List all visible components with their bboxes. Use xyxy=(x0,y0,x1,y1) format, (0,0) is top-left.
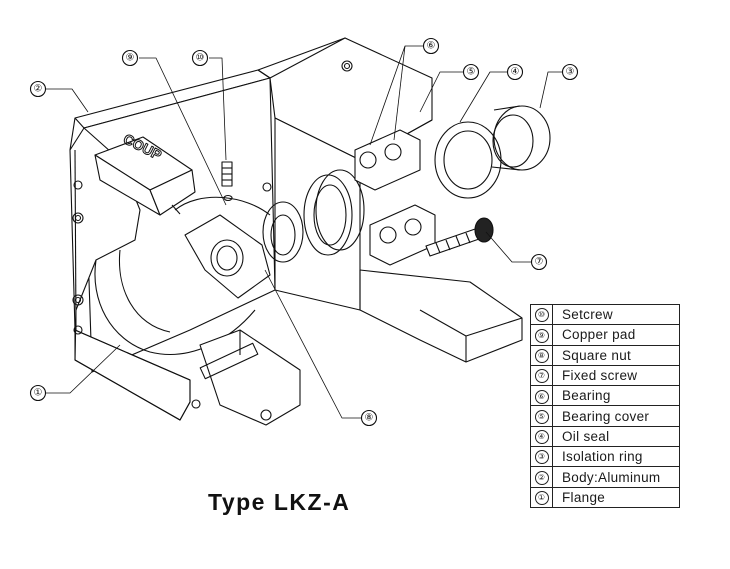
legend-label: Fixed screw xyxy=(552,364,680,387)
callout-5-text: ⑤ xyxy=(467,67,476,78)
legend-label: Body:Aluminum xyxy=(552,466,680,488)
setscrew-part xyxy=(221,161,233,202)
clamp-block: COUP xyxy=(94,130,196,216)
callout-6-text: ⑥ xyxy=(427,41,436,52)
legend-number: ④ xyxy=(534,430,549,445)
square-nut-part xyxy=(184,214,271,299)
callout-6 xyxy=(422,37,440,55)
callout-4-text: ④ xyxy=(511,67,520,78)
legend-label: Copper pad xyxy=(552,324,680,346)
callout-9 xyxy=(121,49,139,67)
callout-10 xyxy=(191,49,209,67)
leader-lines xyxy=(46,45,562,419)
isolation-ring-part xyxy=(491,105,551,171)
callout-8 xyxy=(360,409,378,427)
legend-label: Flange xyxy=(552,486,680,508)
legend-label: Square nut xyxy=(552,344,680,366)
oil-seal-part xyxy=(434,121,502,199)
legend-number: ① xyxy=(534,491,549,506)
diagram-title: Type LKZ-A xyxy=(208,489,351,515)
callout-10-text: ⑩ xyxy=(196,53,205,64)
legend-number: ③ xyxy=(534,450,549,465)
callout-5 xyxy=(462,63,480,81)
legend-label: Bearing xyxy=(552,385,680,407)
callout-3 xyxy=(561,63,579,81)
callout-3-text: ③ xyxy=(566,67,575,78)
spacer-ring xyxy=(262,201,304,263)
callout-9-text: ⑨ xyxy=(126,53,135,64)
callout-4 xyxy=(506,63,524,81)
callout-1-text: ① xyxy=(34,388,43,399)
fixed-screw-part xyxy=(425,217,494,257)
legend-label: Oil seal xyxy=(552,425,680,448)
callout-7 xyxy=(530,253,548,271)
legend-number: ⑧ xyxy=(534,348,549,363)
callout-2 xyxy=(29,80,47,98)
body-housing xyxy=(69,37,523,421)
lower-clamp xyxy=(199,329,301,426)
legend-number: ⑥ xyxy=(534,389,549,404)
legend-label: Bearing cover xyxy=(552,405,680,427)
legend-number: ⑦ xyxy=(534,369,549,384)
legend-label: Isolation ring xyxy=(552,446,680,468)
callout-markers xyxy=(29,37,579,427)
legend-label: Setcrew xyxy=(552,303,680,326)
legend-number: ⑩ xyxy=(534,308,549,323)
callout-1 xyxy=(29,384,47,402)
legend-number: ⑨ xyxy=(534,328,549,343)
bearing-part xyxy=(303,129,436,266)
legend-number: ⑤ xyxy=(534,409,549,424)
callout-7-text: ⑦ xyxy=(535,257,544,268)
callout-8-text: ⑧ xyxy=(365,413,374,424)
callout-2-text: ② xyxy=(34,84,43,95)
legend-number: ② xyxy=(534,470,549,485)
